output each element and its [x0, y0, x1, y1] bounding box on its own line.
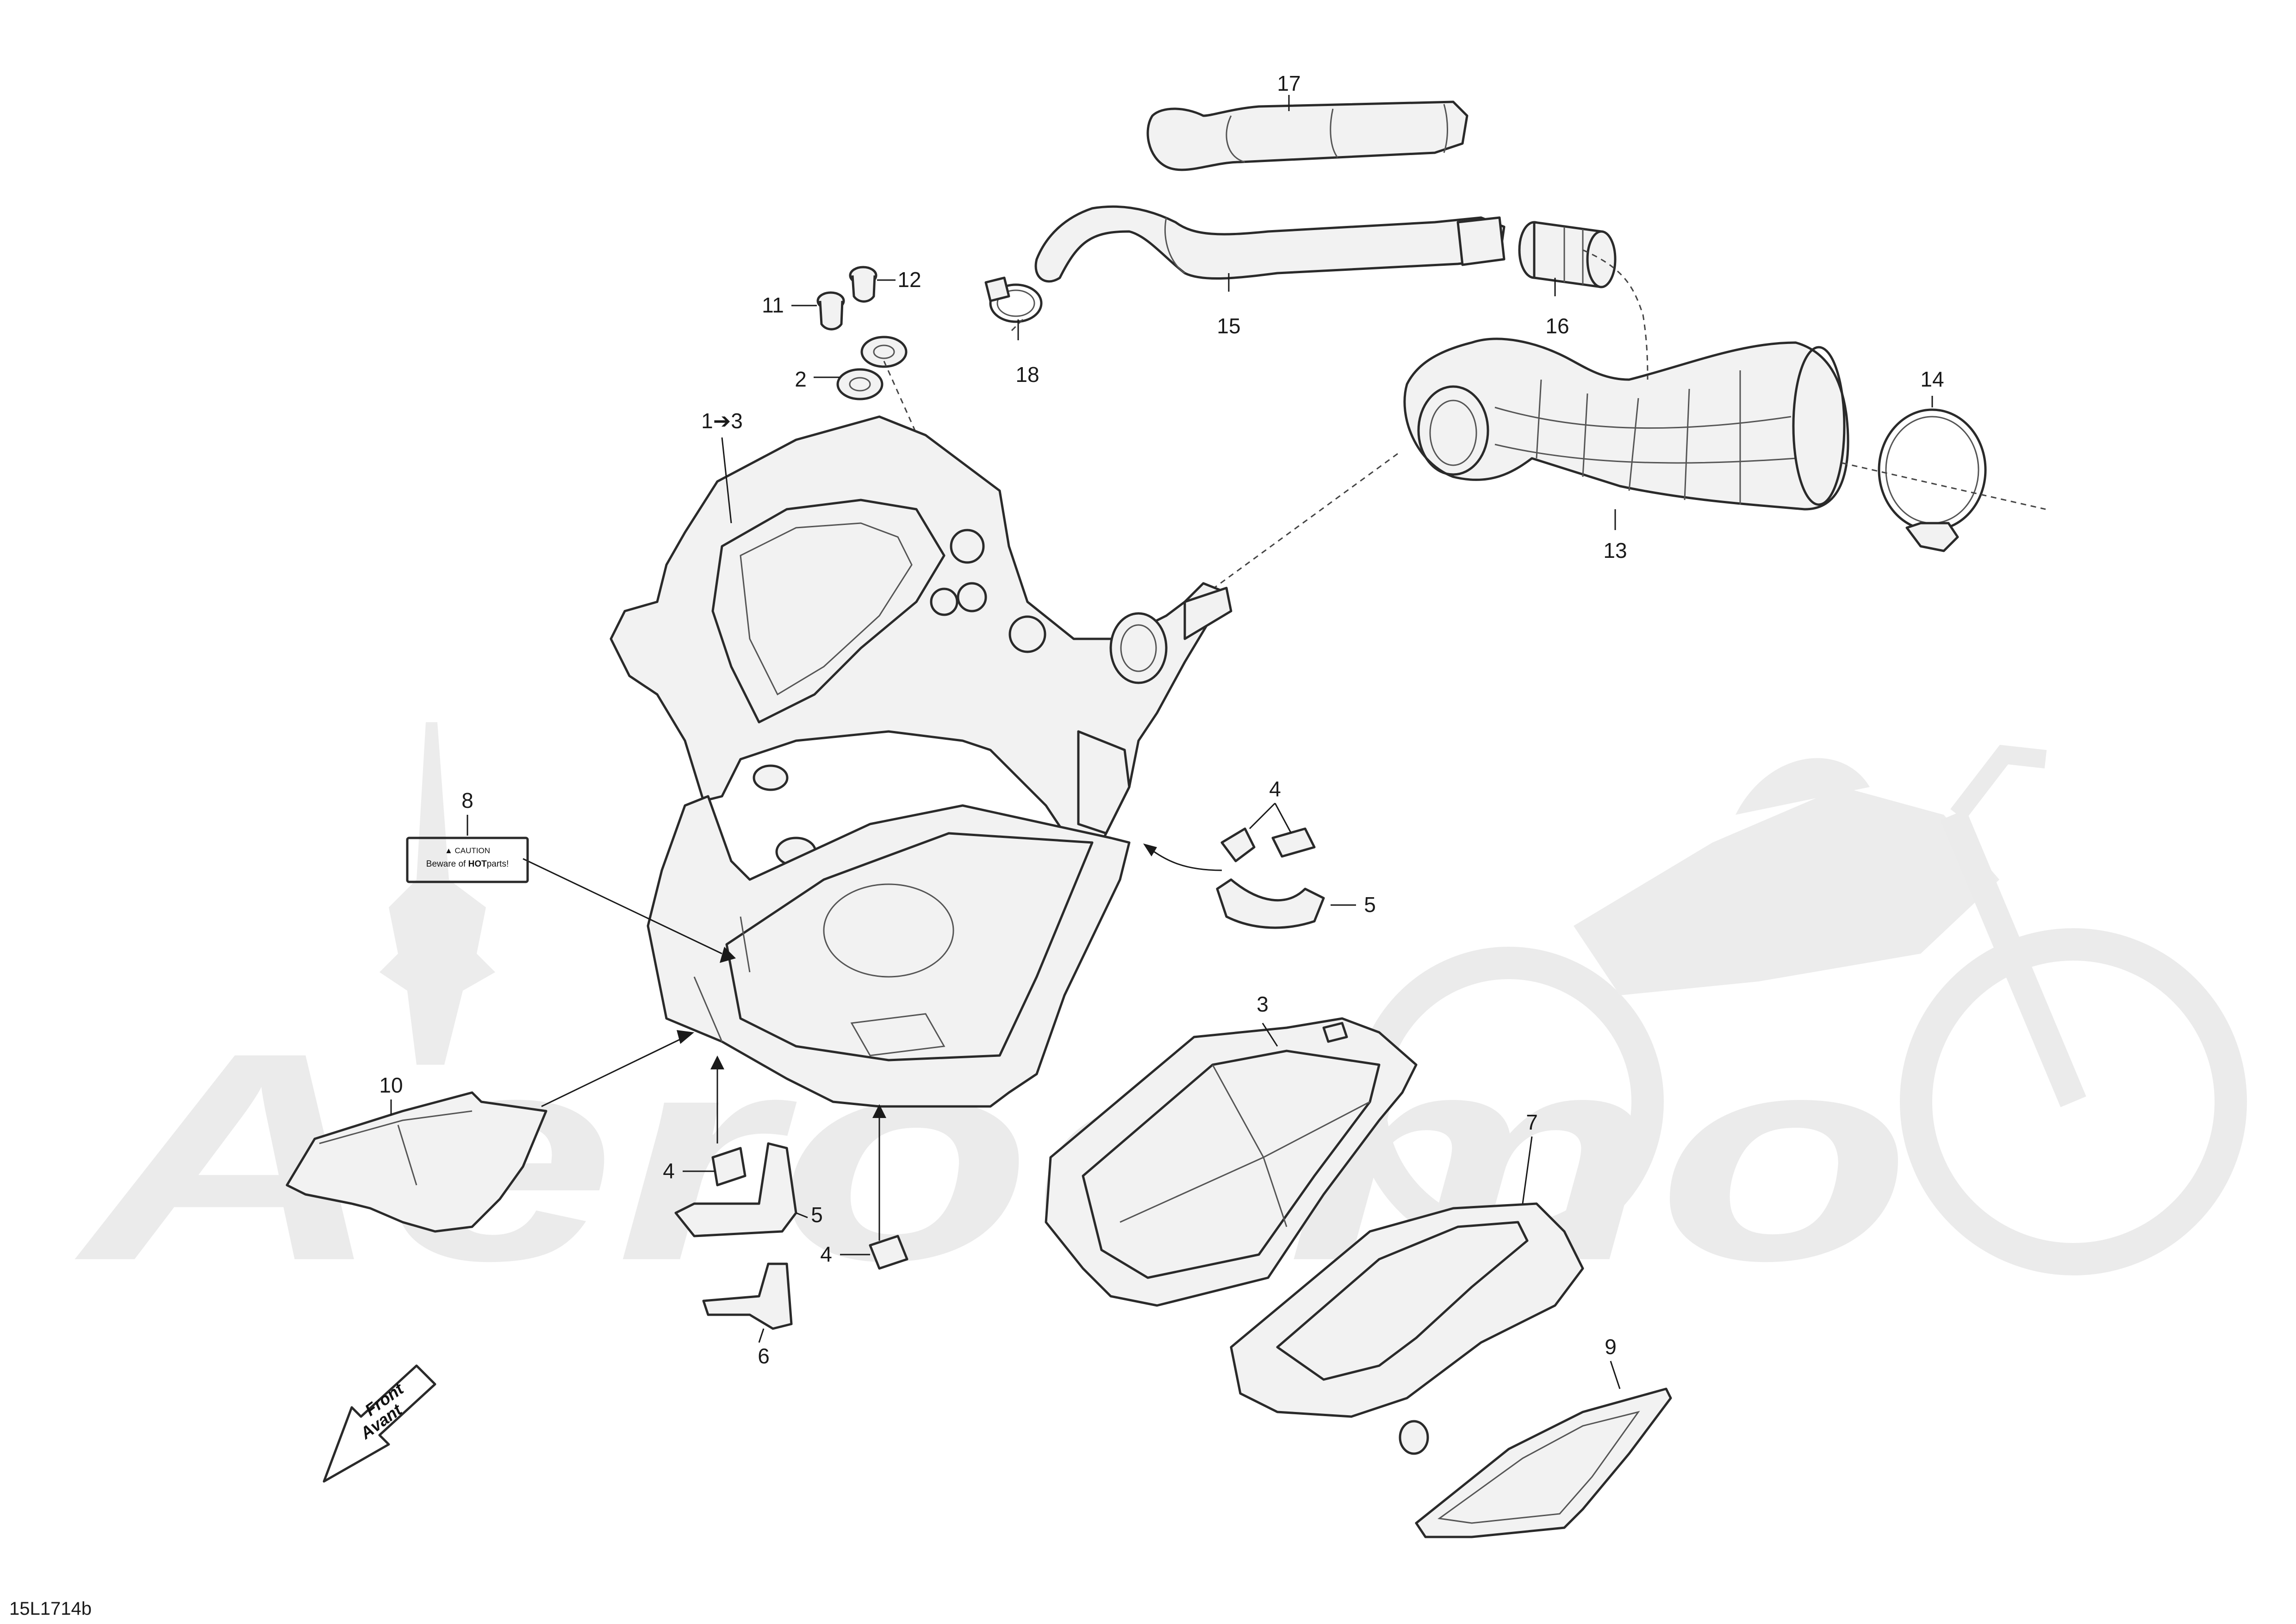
hose-17 [1146, 100, 1468, 171]
filter-element-9 [1415, 1387, 1672, 1538]
callout-leaders [390, 95, 1933, 1389]
callout-16: 16 [1545, 314, 1569, 338]
plug-12 [849, 266, 877, 303]
grommet-2 [836, 336, 908, 400]
callout-13: 13 [1603, 538, 1627, 562]
clip-4-lower [711, 1147, 747, 1187]
clamp-18 [984, 276, 1043, 323]
band-clamp-14 [1878, 408, 1987, 552]
clip-4-center [869, 1235, 908, 1270]
callout-15: 15 [1217, 314, 1240, 338]
hose-15 [1034, 205, 1506, 283]
caution-text: Beware of HOTparts! [426, 859, 509, 869]
callout-14: 14 [1920, 367, 1944, 391]
callout-8: 8 [461, 788, 473, 812]
clip-4-right [1220, 827, 1316, 862]
callout-2: 2 [795, 367, 807, 391]
callout-6: 6 [758, 1344, 770, 1368]
caution-title: ▲ CAUTION [445, 846, 490, 855]
heat-shield-10 [286, 1091, 548, 1233]
callout-1-to-3: 1➔3 [701, 409, 743, 433]
callout-3: 3 [1257, 992, 1269, 1016]
air-filter-7 [1230, 1202, 1584, 1455]
callout-7: 7 [1526, 1110, 1538, 1134]
callout-5-lower: 5 [811, 1203, 823, 1227]
callout-4-center: 4 [820, 1242, 832, 1266]
bracket-5-lower [674, 1142, 797, 1237]
airbox-lower-body [647, 795, 1131, 1108]
callout-9: 9 [1605, 1335, 1617, 1359]
callout-4-right: 4 [1269, 777, 1281, 801]
callouts: 17 15 18 16 11 12 2 1➔3 14 13 8 4 5 3 10… [379, 71, 1944, 1368]
assembly-arrows [523, 843, 1222, 1241]
watermark-tower [380, 722, 495, 1065]
callout-12: 12 [897, 268, 921, 292]
callout-18: 18 [1015, 362, 1039, 387]
drawing-code: 15L1714b [9, 1599, 92, 1619]
airbox-cover-3 [1045, 1017, 1418, 1307]
callout-17: 17 [1277, 71, 1300, 95]
airbox-upper-housing [610, 415, 1232, 867]
fitting-16 [1518, 221, 1617, 288]
callout-5-right: 5 [1364, 893, 1376, 917]
shield-6 [702, 1262, 793, 1330]
plug-11 [816, 291, 845, 331]
front-direction-arrow: Front Avant [323, 1364, 436, 1483]
callout-4-lower: 4 [663, 1159, 675, 1183]
intake-duct-13 [1403, 337, 1849, 511]
callout-10: 10 [379, 1073, 403, 1097]
bracket-5-right [1216, 878, 1325, 929]
caution-decal-8: ▲ CAUTION Beware of HOTparts! [406, 837, 529, 883]
callout-11: 11 [762, 293, 784, 317]
